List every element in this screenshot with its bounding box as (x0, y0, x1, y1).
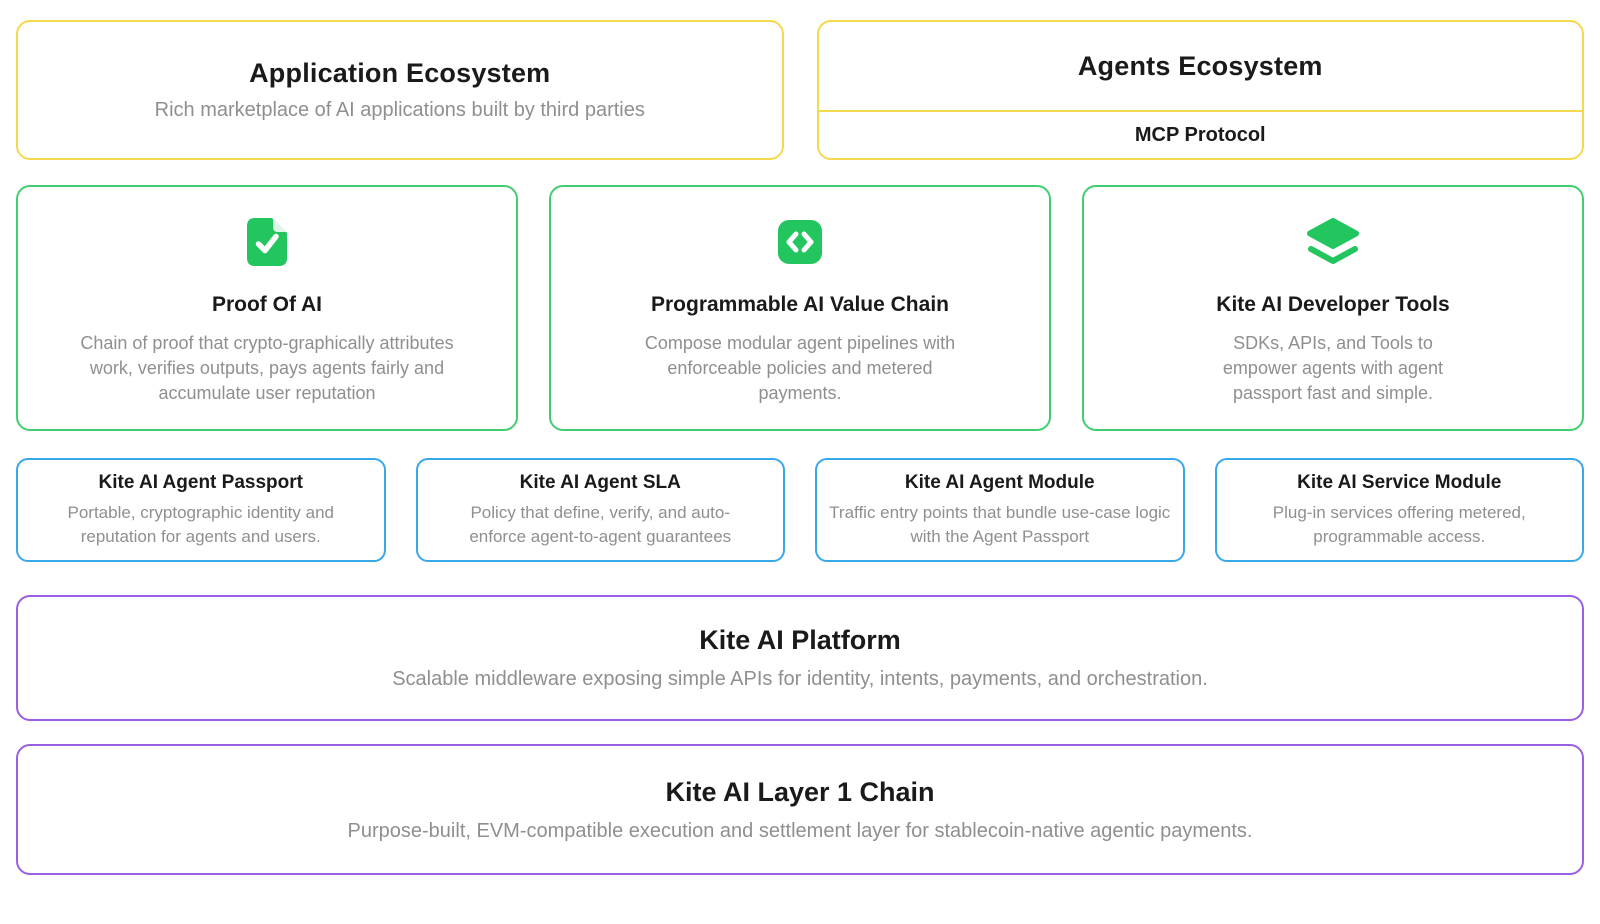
platform-title: Kite AI Platform (699, 625, 901, 655)
feature-description: SDKs, APIs, and Tools to empower agents … (1222, 333, 1444, 403)
module-title: Kite AI Service Module (1297, 471, 1502, 493)
mcp-protocol-label: MCP Protocol (1134, 123, 1266, 146)
layers-icon (1084, 217, 1582, 267)
module-description: Plug-in services offering metered, progr… (1272, 502, 1526, 546)
agents-ecosystem-title: Agents Ecosystem (1077, 50, 1323, 81)
platform-box: Kite AI Platform Scalable middleware exp… (16, 595, 1584, 721)
module-card-agent-passport: Kite AI Agent Passport Portable, cryptog… (16, 458, 386, 562)
agents-ecosystem-box: Agents Ecosystem MCP Protocol (816, 20, 1584, 160)
code-icon (551, 217, 1049, 267)
feature-card-developer-tools: Kite AI Developer Tools SDKs, APIs, and … (1082, 185, 1584, 431)
feature-card-proof-of-ai: Proof Of AI Chain of proof that crypto-g… (16, 185, 518, 431)
agents-ecosystem-header: Agents Ecosystem (818, 22, 1582, 112)
module-card-agent-module: Kite AI Agent Module Traffic entry point… (815, 458, 1185, 562)
chain-title: Kite AI Layer 1 Chain (665, 776, 935, 807)
feature-card-programmable-value-chain: Programmable AI Value Chain Compose modu… (549, 185, 1051, 431)
application-ecosystem-subtitle: Rich marketplace of AI applications buil… (154, 99, 645, 121)
application-ecosystem-title: Application Ecosystem (249, 58, 551, 88)
module-description: Portable, cryptographic identity and rep… (67, 502, 335, 546)
module-description: Policy that define, verify, and auto-enf… (469, 502, 732, 546)
chain-description: Purpose-built, EVM-compatible execution … (347, 819, 1253, 842)
document-check-icon (18, 217, 516, 267)
module-card-agent-sla: Kite AI Agent SLA Policy that define, ve… (415, 458, 785, 562)
feature-title: Programmable AI Value Chain (651, 293, 949, 316)
module-card-service-module: Kite AI Service Module Plug-in services … (1214, 458, 1584, 562)
module-title: Kite AI Agent Passport (98, 471, 303, 493)
feature-title: Kite AI Developer Tools (1216, 293, 1450, 316)
module-title: Kite AI Agent SLA (519, 471, 681, 493)
feature-row: Proof Of AI Chain of proof that crypto-g… (16, 185, 1584, 431)
module-title: Kite AI Agent Module (904, 471, 1095, 493)
feature-description: Compose modular agent pipelines with enf… (644, 333, 956, 403)
layer1-chain-box: Kite AI Layer 1 Chain Purpose-built, EVM… (16, 744, 1584, 875)
feature-title: Proof Of AI (211, 293, 323, 316)
ecosystem-row: Application Ecosystem Rich marketplace o… (16, 20, 1584, 160)
platform-description: Scalable middleware exposing simple APIs… (392, 668, 1208, 690)
module-row: Kite AI Agent Passport Portable, cryptog… (16, 458, 1584, 562)
application-ecosystem-box: Application Ecosystem Rich marketplace o… (16, 20, 784, 160)
module-description: Traffic entry points that bundle use-cas… (829, 502, 1171, 546)
feature-description: Chain of proof that crypto-graphically a… (80, 333, 454, 403)
